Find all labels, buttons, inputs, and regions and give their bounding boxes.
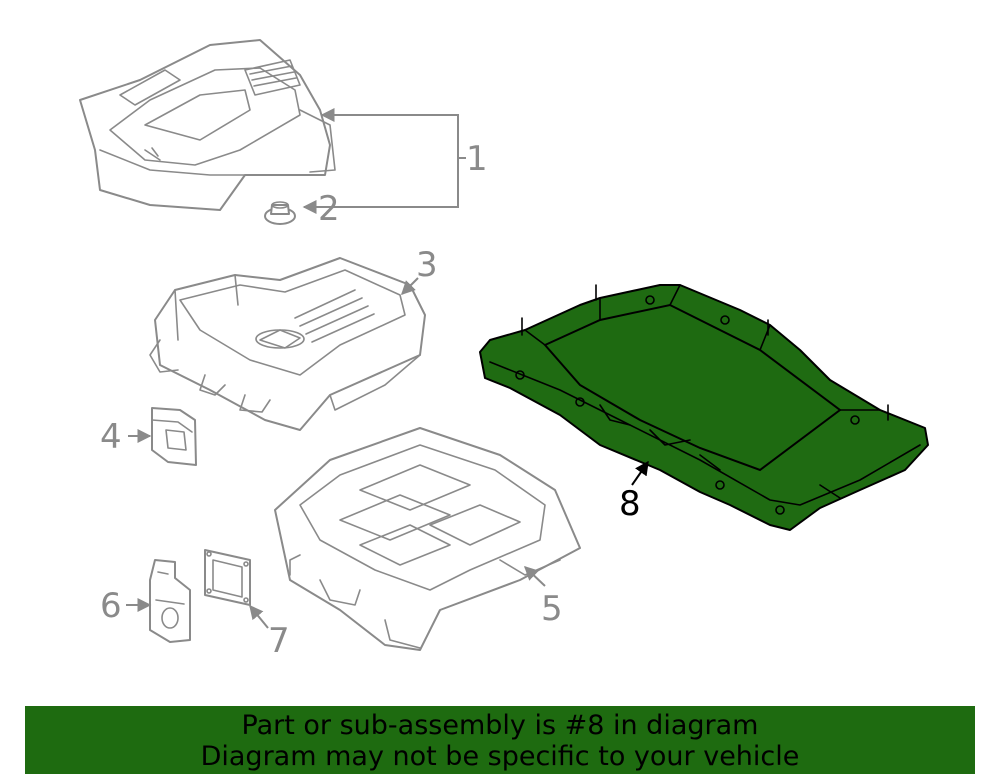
callout-3: 3: [416, 245, 438, 285]
info-banner: Part or sub-assembly is #8 in diagram Di…: [25, 706, 975, 774]
part-6-plate: [149, 559, 191, 643]
part-8-frame-highlighted: [479, 284, 929, 531]
part-5-module: [274, 427, 581, 651]
callout-8: 8: [619, 484, 641, 524]
part-7-gasket: [204, 549, 251, 606]
part-2-grommet: [264, 201, 296, 225]
parts-diagram: 1 2 3 4 5 6: [79, 39, 929, 661]
callout-4: 4: [100, 417, 122, 457]
callout-2: 2: [318, 189, 340, 229]
callout-5: 5: [541, 589, 563, 629]
part-1-cover: [79, 39, 336, 211]
callout-7: 7: [268, 621, 290, 661]
part-3-inverter: [149, 257, 426, 431]
part-4-bracket: [151, 407, 197, 466]
callout-6: 6: [100, 586, 122, 626]
banner-line-2: Diagram may not be specific to your vehi…: [200, 741, 800, 772]
callout-1: 1: [466, 139, 488, 179]
banner-line-1: Part or sub-assembly is #8 in diagram: [241, 710, 759, 741]
